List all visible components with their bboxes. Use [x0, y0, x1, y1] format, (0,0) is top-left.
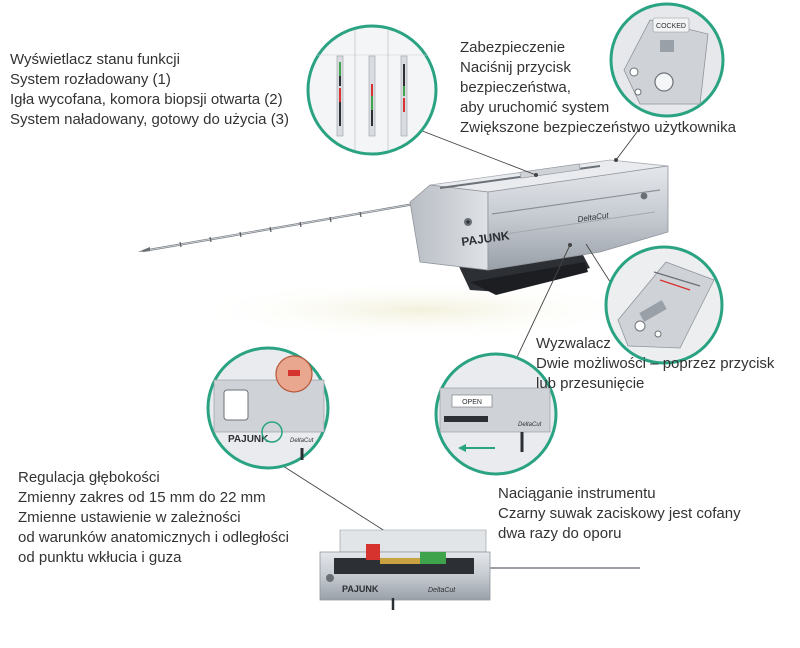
- display-callout-line: System naładowany, gotowy do użycia (3): [10, 111, 290, 128]
- depth-callout-line: Zmienny zakres od 15 mm do 22 mm: [18, 489, 266, 506]
- svg-text:DeltaCut: DeltaCut: [518, 422, 542, 428]
- depth-callout-line: Zmienne ustawienie w zależności: [18, 509, 241, 526]
- trigger-callout-line: Dwie możliwości – poprzez przycisk: [536, 355, 775, 372]
- brand-logo: PAJUNK: [460, 228, 510, 249]
- trigger-callout-title: Wyzwalacz: [536, 335, 611, 352]
- depth-callout-line: od warunków anatomicznych i odległości: [18, 529, 289, 546]
- trigger-callout-line: lub przesunięcie: [536, 375, 645, 392]
- safety-callout-title: Zabezpieczenie: [460, 39, 566, 56]
- leader-safety: [615, 127, 641, 161]
- svg-text:DeltaCut: DeltaCut: [290, 438, 314, 444]
- svg-text:DeltaCut: DeltaCut: [428, 587, 456, 594]
- tension-callout-line: Czarny suwak zaciskowy jest cofany: [498, 505, 741, 522]
- svg-text:PAJUNK: PAJUNK: [228, 434, 269, 445]
- safety-callout-line: Zwiększone bezpieczeństwo użytkownika: [460, 119, 736, 136]
- display-callout: Wyświetlacz stanu funkcji System rozłado…: [10, 50, 289, 130]
- leader-tension: [509, 244, 571, 373]
- tension-callout-line: dwa razy do oporu: [498, 525, 622, 542]
- trigger-button: [634, 320, 646, 332]
- tension-inset: OPEN DeltaCut: [434, 352, 558, 476]
- screw-icon: [640, 192, 648, 200]
- display-callout-line: Igła wycofana, komora biopsji otwarta (2…: [10, 91, 283, 108]
- safety-callout-line: aby uruchomić system: [460, 99, 610, 116]
- depth-inset: PAJUNK DeltaCut: [206, 346, 330, 470]
- biopsy-needle: [138, 201, 421, 253]
- device-shadow: [190, 280, 650, 340]
- trigger-inset: [604, 245, 724, 365]
- tension-callout: Naciąganie instrumentu Czarny suwak zaci…: [498, 484, 741, 544]
- safety-inset: COCKED: [609, 2, 725, 118]
- tension-callout-title: Naciąganie instrumentu: [498, 485, 656, 502]
- bottom-device: PAJUNK DeltaCut: [319, 529, 640, 610]
- leader-display: [411, 126, 537, 176]
- depth-callout-line: od punktu wkłucia i guza: [18, 549, 182, 566]
- safety-callout: Zabezpieczenie Naciśnij przycisk bezpiec…: [460, 38, 736, 138]
- depth-callout-title: Regulacja głębokości: [18, 469, 160, 486]
- trigger-callout: Wyzwalacz Dwie możliwości – poprzez przy…: [536, 334, 774, 394]
- cocked-indicator: [652, 17, 690, 33]
- safety-button: [654, 72, 674, 92]
- svg-text:PAJUNK: PAJUNK: [342, 584, 379, 594]
- display-inset: [306, 24, 438, 156]
- svg-text:OPEN: OPEN: [462, 399, 482, 406]
- safety-callout-line: Naciśnij przycisk: [460, 59, 571, 76]
- open-indicator: [451, 394, 493, 408]
- svg-text:COCKED: COCKED: [656, 23, 686, 30]
- display-callout-title: Wyświetlacz stanu funkcji: [10, 51, 180, 68]
- safety-callout-line: bezpieczeństwa,: [460, 79, 571, 96]
- model-label: DeltaCut: [577, 211, 610, 224]
- display-callout-line: System rozładowany (1): [10, 71, 171, 88]
- depth-callout: Regulacja głębokości Zmienny zakres od 1…: [18, 468, 289, 568]
